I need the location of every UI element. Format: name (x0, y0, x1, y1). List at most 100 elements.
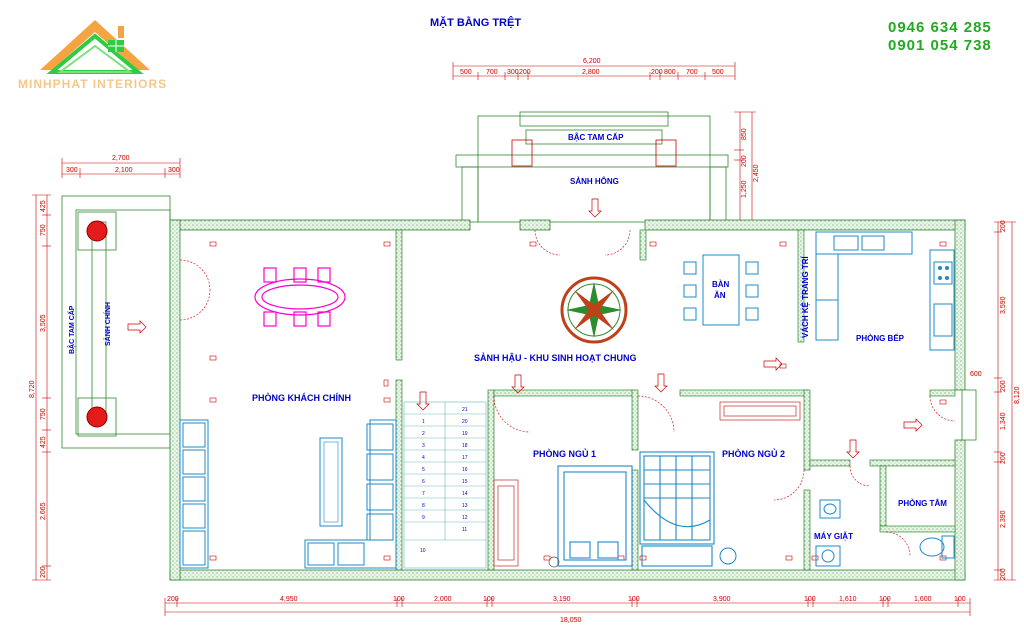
dim-topright-b: 200 (741, 155, 748, 167)
dim-bottom-e: 100 (483, 596, 495, 603)
washing-sink (815, 499, 841, 567)
stair-number: 6 (422, 479, 425, 485)
dim-topleft-left: 300 (66, 167, 78, 174)
dim-topleft-mid: 2,100 (115, 167, 133, 174)
label-an: ĂN (714, 291, 726, 300)
stair-number: 17 (462, 455, 468, 461)
interior-walls (395, 229, 956, 571)
label-phong-bep: PHÒNG BẾP (856, 333, 905, 343)
stair-number: 10 (420, 548, 426, 554)
dim-bottom-i: 100 (804, 596, 816, 603)
brand-name: MINHPHAT INTERIORS (18, 77, 167, 91)
stair-number: 16 (462, 467, 468, 473)
arrow-down-icon-2 (511, 374, 525, 394)
arrow-right-icon-2 (763, 357, 783, 371)
arrow-down-stairs-icon (416, 391, 430, 411)
main-porch (61, 195, 171, 449)
dim-top-b: 700 (486, 69, 498, 76)
dim-top-f: 200 (651, 69, 663, 76)
dim-bottom-total: 18,050 (560, 617, 582, 624)
dim-right-c: 600 (970, 371, 982, 378)
dim-bottom-m: 100 (954, 596, 966, 603)
dim-top-c: 300 (507, 69, 519, 76)
arrow-down-icon (588, 198, 602, 218)
dining-set (683, 254, 759, 326)
toilet (919, 535, 955, 559)
stair-number: 11 (462, 527, 467, 533)
dim-left-c: 3,505 (40, 314, 47, 332)
compass-rose (560, 276, 628, 344)
dim-bottom-g: 100 (628, 596, 640, 603)
dim-right-f: 200 (1000, 452, 1007, 464)
stair-number: 8 (422, 503, 425, 509)
stair-number: 4 (422, 455, 425, 461)
stair-number: 15 (462, 479, 468, 485)
stair-number: 18 (462, 443, 468, 449)
staircase (403, 401, 487, 569)
bottom-dimension-lines (164, 598, 971, 616)
bed-2 (639, 451, 715, 567)
dining-table-oval (254, 267, 346, 327)
dim-top-g: 800 (664, 69, 676, 76)
exterior-walls (169, 219, 966, 581)
dim-bottom-c: 100 (393, 596, 405, 603)
label-sanh-chinh: SẢNH CHÍNH (103, 302, 112, 346)
stair-number: 14 (462, 491, 468, 497)
window-right (961, 389, 977, 441)
dim-left-a: 425 (40, 200, 47, 212)
coffee-table-inner (323, 441, 339, 523)
dim-left-d: 750 (40, 408, 47, 420)
stair-number: 9 (422, 515, 425, 521)
dim-left-total: 8,720 (29, 380, 36, 398)
dim-bottom-l: 1,600 (914, 596, 932, 603)
dim-right-total: 8,120 (1014, 386, 1021, 404)
dim-top-total: 6,200 (583, 58, 601, 65)
dim-left-f: 2,665 (40, 502, 47, 520)
label-sanh-hau: SẢNH HẬU - KHU SINH HOẠT CHUNG (474, 352, 637, 363)
label-phong-khach: PHÒNG KHÁCH CHÍNH (252, 392, 351, 403)
label-phong-tam: PHÒNG TẮM (898, 499, 947, 508)
stair-number: 2 (422, 431, 425, 437)
stair-number: 1 (422, 419, 425, 425)
dim-left-e: 425 (40, 436, 47, 448)
label-vach-ke: VÁCH KỆ TRANG TRÍ (801, 255, 810, 338)
arrow-down-icon-3 (654, 373, 668, 393)
coffee-table (319, 437, 343, 527)
sofa-left (179, 419, 209, 569)
arrow-down-icon-4 (846, 439, 860, 459)
dim-top-a: 500 (460, 69, 472, 76)
stair-number: 12 (462, 515, 468, 521)
stair-number: 21 (462, 407, 468, 413)
dim-bottom-b: 4,950 (280, 596, 298, 603)
label-phong-ngu-2: PHÒNG NGỦ 2 (722, 448, 785, 459)
side-table-2 (719, 547, 737, 565)
dim-topleft-total: 2,700 (112, 155, 130, 162)
dim-right-e: 1,340 (1000, 412, 1007, 430)
arrow-right-icon (127, 320, 147, 334)
phone-number-1: 0946 634 285 (888, 19, 992, 36)
dim-top-e: 2,800 (582, 69, 600, 76)
dim-topright-c: 2,450 (753, 164, 760, 182)
label-ban: BÀN (712, 280, 730, 289)
dim-bottom-h: 3,900 (713, 596, 731, 603)
right-dimension-lines (994, 221, 1016, 581)
stair-steps (404, 413, 486, 541)
label-may-giat: MÁY GIẶT (814, 532, 853, 541)
stair-number: 19 (462, 431, 468, 437)
stair-number: 13 (462, 503, 468, 509)
column-left-top (86, 220, 108, 242)
wardrobe-1 (493, 479, 519, 567)
dim-top-h: 700 (686, 69, 698, 76)
dim-right-b: 3,590 (1000, 296, 1007, 314)
dim-bottom-d: 2,000 (434, 596, 452, 603)
dim-top-d: 200 (519, 69, 531, 76)
bed-1 (557, 465, 633, 567)
dim-top-i: 500 (712, 69, 724, 76)
left-dimension-lines (32, 194, 51, 581)
dim-bottom-a: 200 (167, 596, 179, 603)
wardrobe-2 (719, 401, 801, 421)
dim-left-b: 750 (40, 224, 47, 236)
